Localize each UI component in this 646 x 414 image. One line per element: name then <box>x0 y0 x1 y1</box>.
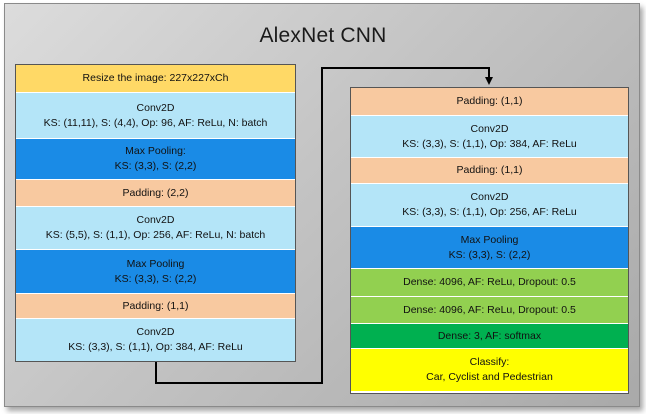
layer-text: Dense: 4096, AF: ReLu, Dropout: 0.5 <box>403 303 576 316</box>
max-pooling-layer: Max Pooling KS: (3,3), S: (2,2) <box>351 227 628 269</box>
layer-text: Conv2D <box>136 214 175 226</box>
conv2d-layer: Conv2D KS: (3,3), S: (1,1), Op: 256, AF:… <box>351 184 628 227</box>
layer-text: Padding: (1,1) <box>456 164 523 176</box>
padding-layer: Padding: (1,1) <box>351 88 628 116</box>
layer-text: Max Pooling: <box>125 145 186 157</box>
layer-text: Padding: (2,2) <box>122 186 189 199</box>
layer-text: Conv2D <box>470 191 509 203</box>
conv2d-layer: Conv2D KS: (3,3), S: (1,1), Op: 384, AF:… <box>16 319 295 361</box>
conv2d-layer: Conv2D KS: (3,3), S: (1,1), Op: 384, AF:… <box>351 116 628 158</box>
layer-column-2: Padding: (1,1) Conv2D KS: (3,3), S: (1,1… <box>350 87 629 394</box>
classify-layer: Classify: Car, Cyclist and Pedestrian <box>351 349 628 391</box>
padding-layer: Padding: (1,1) <box>16 294 295 319</box>
max-pooling-layer: Max Pooling: KS: (3,3), S: (2,2) <box>16 139 295 180</box>
layer-text: Conv2D <box>136 326 175 338</box>
layer-text: Conv2D <box>136 101 175 114</box>
layer-text: Resize the image: 227x227xCh <box>82 72 229 84</box>
layer-text: KS: (3,3), S: (1,1), Op: 384, AF: ReLu <box>402 137 577 150</box>
layer-text: KS: (3,3), S: (2,2) <box>114 160 197 172</box>
padding-layer: Padding: (1,1) <box>351 158 628 184</box>
layer-text: KS: (3,3), S: (2,2) <box>448 248 531 261</box>
layer-text: Padding: (1,1) <box>122 299 189 312</box>
dense-output-layer: Dense: 3, AF: softmax <box>351 324 628 349</box>
layer-text: KS: (3,3), S: (1,1), Op: 256, AF: ReLu <box>402 206 577 218</box>
dense-layer: Dense: 4096, AF: ReLu, Dropout: 0.5 <box>351 297 628 324</box>
layer-text: Conv2D <box>470 122 509 135</box>
max-pooling-layer: Max Pooling KS: (3,3), S: (2,2) <box>16 250 295 294</box>
conv2d-layer: Conv2D KS: (11,11), S: (4,4), Op: 96, AF… <box>16 93 295 139</box>
layer-text: KS: (3,3), S: (2,2) <box>114 272 197 285</box>
layer-column-1: Resize the image: 227x227xCh Conv2D KS: … <box>15 64 296 362</box>
layer-text: KS: (11,11), S: (4,4), Op: 96, AF: ReLu,… <box>43 116 268 129</box>
layer-text: Classify: <box>469 356 510 368</box>
layer-text: Padding: (1,1) <box>456 95 523 107</box>
conv2d-layer: Conv2D KS: (5,5), S: (1,1), Op: 256, AF:… <box>16 207 295 250</box>
diagram-title: AlexNet CNN <box>259 24 387 47</box>
layer-text: Dense: 4096, AF: ReLu, Dropout: 0.5 <box>403 276 576 288</box>
resize-layer: Resize the image: 227x227xCh <box>16 65 295 93</box>
layer-text: Car, Cyclist and Pedestrian <box>426 371 553 383</box>
layer-text: Max Pooling <box>126 257 185 270</box>
dense-layer: Dense: 4096, AF: ReLu, Dropout: 0.5 <box>351 269 628 297</box>
layer-text: KS: (5,5), S: (1,1), Op: 256, AF: ReLu, … <box>45 229 266 241</box>
layer-text: Dense: 3, AF: softmax <box>437 329 542 342</box>
layer-text: KS: (3,3), S: (1,1), Op: 384, AF: ReLu <box>68 341 243 353</box>
padding-layer: Padding: (2,2) <box>16 180 295 207</box>
layer-text: Max Pooling <box>460 233 519 246</box>
